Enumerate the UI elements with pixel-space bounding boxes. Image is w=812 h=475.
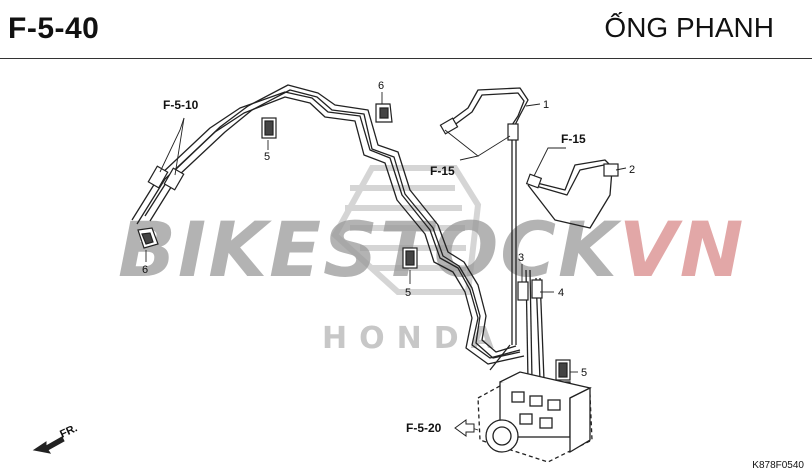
watermark-honda-text: HONDA bbox=[322, 321, 506, 356]
callout-4: 4 bbox=[558, 287, 564, 299]
page-header: F-5-40 ỐNG PHANH bbox=[0, 0, 812, 59]
callout-2: 2 bbox=[629, 164, 635, 176]
section-code: F-5-40 bbox=[8, 12, 100, 45]
fittings bbox=[147, 117, 619, 301]
watermark-brand-text: BIKESTOCK bbox=[118, 205, 622, 294]
leader-lines bbox=[145, 92, 627, 431]
front-direction-label: FR. bbox=[58, 422, 79, 440]
callout-6: 6 bbox=[378, 80, 384, 92]
callout-1: 1 bbox=[543, 99, 549, 111]
reference-f-5-10: F-5-10 bbox=[163, 98, 199, 112]
pipe-clamps bbox=[261, 117, 571, 381]
callout-5: 5 bbox=[581, 367, 587, 379]
reference-f-15: F-15 bbox=[561, 132, 586, 146]
front-direction-arrow bbox=[32, 436, 65, 454]
callout-6: 6 bbox=[142, 264, 148, 276]
svg-text:BIKESTOCKVN: BIKESTOCKVN bbox=[118, 205, 745, 294]
brake-pipes bbox=[131, 84, 616, 381]
pipe-clips bbox=[137, 103, 393, 249]
callout-3: 3 bbox=[518, 252, 524, 264]
reference-f-5-20: F-5-20 bbox=[406, 421, 442, 435]
diagram-part-code: K878F0540 bbox=[752, 460, 804, 471]
callout-5: 5 bbox=[405, 287, 411, 299]
section-title: ỐNG PHANH bbox=[604, 12, 774, 43]
watermark-brand-suffix: VN bbox=[619, 205, 745, 294]
abs-modulator bbox=[477, 371, 593, 463]
reference-f-15: F-15 bbox=[430, 164, 455, 178]
callout-5: 5 bbox=[264, 151, 270, 163]
reference-arrow-f-5-20 bbox=[454, 419, 475, 437]
